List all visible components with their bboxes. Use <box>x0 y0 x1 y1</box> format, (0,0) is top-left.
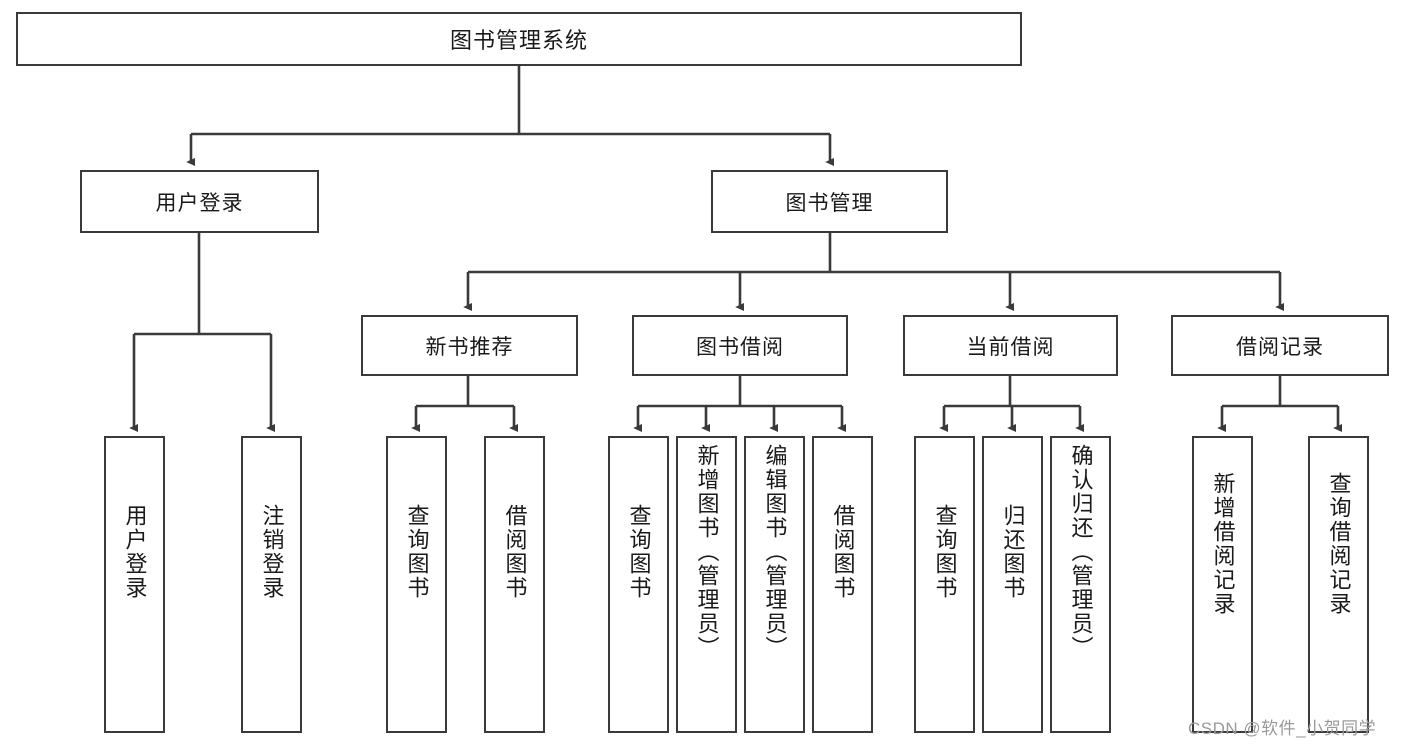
node-label: 编辑图书（管理员） <box>762 444 788 660</box>
node-label: 图书管理系统 <box>449 28 588 53</box>
node-book-management[interactable]: 图书管理 <box>711 170 948 233</box>
leaf-return-book[interactable]: 归还图书 <box>982 436 1043 733</box>
leaf-confirm-return-admin[interactable]: 确认归还（管理员） <box>1050 436 1111 733</box>
node-label: 新增借阅记录 <box>1210 472 1236 616</box>
leaf-borrow-book[interactable]: 借阅图书 <box>812 436 873 733</box>
node-book-borrow[interactable]: 图书借阅 <box>632 315 848 376</box>
leaf-user-login[interactable]: 用户登录 <box>104 436 165 733</box>
node-label: 用户登录 <box>122 504 148 600</box>
node-new-book-recommend[interactable]: 新书推荐 <box>361 315 578 376</box>
node-book-management-system[interactable]: 图书管理系统 <box>16 12 1022 66</box>
node-label: 新书推荐 <box>425 335 514 359</box>
leaf-user-logout[interactable]: 注销登录 <box>241 436 302 733</box>
node-current-borrow[interactable]: 当前借阅 <box>903 315 1118 376</box>
node-label: 确认归还（管理员） <box>1068 444 1094 660</box>
node-label: 查询借阅记录 <box>1326 472 1352 616</box>
node-label: 新增图书（管理员） <box>694 444 720 660</box>
node-label: 借阅图书 <box>502 504 528 600</box>
leaf-borrow-book-recommend[interactable]: 借阅图书 <box>484 436 545 733</box>
node-label: 当前借阅 <box>966 335 1055 359</box>
node-user-login[interactable]: 用户登录 <box>80 170 319 233</box>
node-label: 查询图书 <box>626 504 652 600</box>
leaf-add-borrow-record[interactable]: 新增借阅记录 <box>1192 436 1253 733</box>
csdn-watermark: CSDN @软件_小贺同学 <box>1188 719 1377 738</box>
leaf-query-book-recommend[interactable]: 查询图书 <box>386 436 447 733</box>
node-label: 查询图书 <box>404 504 430 600</box>
leaf-query-borrow-record[interactable]: 查询借阅记录 <box>1308 436 1369 733</box>
node-label: 查询图书 <box>932 504 958 600</box>
node-label: 注销登录 <box>259 504 285 600</box>
node-label: 图书管理 <box>785 191 874 215</box>
leaf-query-book-current[interactable]: 查询图书 <box>914 436 975 733</box>
leaf-query-book-borrow[interactable]: 查询图书 <box>608 436 669 733</box>
leaf-edit-book-admin[interactable]: 编辑图书（管理员） <box>744 436 805 733</box>
node-label: 图书借阅 <box>696 335 784 359</box>
node-label: 用户登录 <box>155 191 244 215</box>
node-label: 归还图书 <box>1000 504 1026 600</box>
node-label: 借阅图书 <box>830 504 856 600</box>
leaf-add-book-admin[interactable]: 新增图书（管理员） <box>676 436 737 733</box>
node-borrow-record[interactable]: 借阅记录 <box>1171 315 1389 376</box>
node-label: 借阅记录 <box>1236 335 1324 359</box>
